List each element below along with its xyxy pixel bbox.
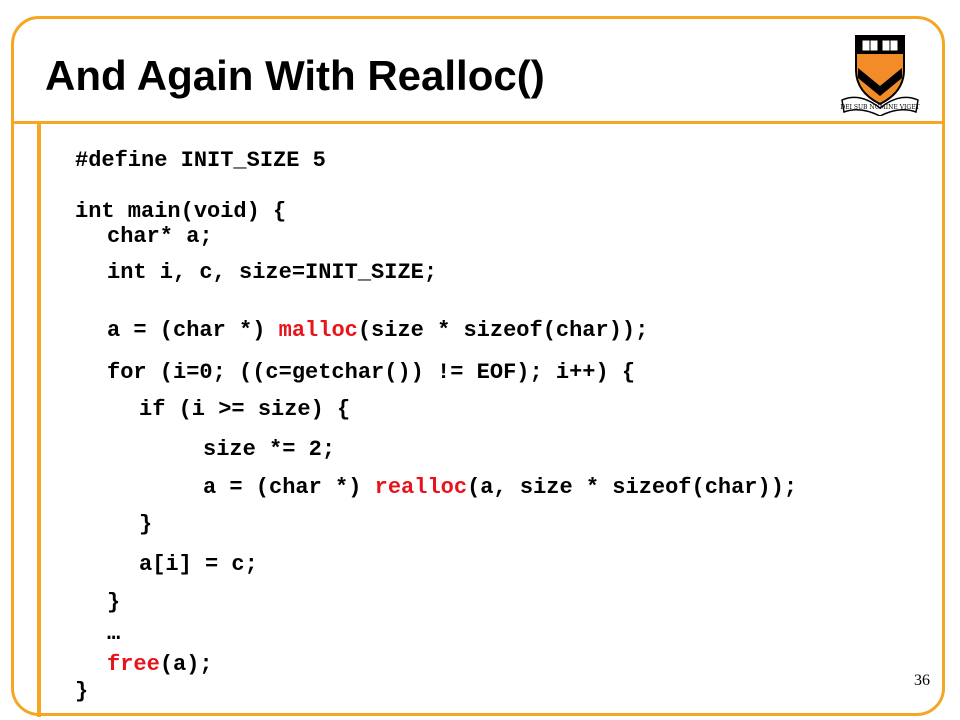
code-keyword-malloc: malloc bbox=[278, 318, 358, 343]
princeton-shield-icon: DEI SUB NUMINE VIGET bbox=[840, 35, 920, 116]
code-line-for-loop: for (i=0; ((c=getchar()) != EOF); i++) { bbox=[107, 360, 636, 385]
code-line-decl-ints: int i, c, size=INIT_SIZE; bbox=[107, 260, 438, 285]
code-line-realloc: a = (char *) realloc(a, size * sizeof(ch… bbox=[203, 476, 797, 500]
code-line-for-close: } bbox=[107, 590, 121, 615]
code-text: (a); bbox=[159, 652, 213, 677]
code-text: (a, size * sizeof(char)); bbox=[467, 475, 798, 500]
code-keyword-free: free bbox=[107, 652, 160, 677]
code-line-main-close: } bbox=[75, 679, 89, 704]
code-line-assign: a[i] = c; bbox=[139, 552, 258, 577]
code-line-if: if (i >= size) { bbox=[139, 397, 351, 422]
page-number: 36 bbox=[914, 672, 930, 689]
code-line-free: free(a); bbox=[107, 653, 213, 677]
code-text: a = (char *) bbox=[203, 475, 375, 500]
code-line-ellipsis: … bbox=[107, 621, 121, 646]
slide-title: And Again With Realloc() bbox=[45, 52, 545, 99]
svg-text:DEI SUB NUMINE VIGET: DEI SUB NUMINE VIGET bbox=[840, 104, 919, 111]
code-keyword-realloc: realloc bbox=[374, 475, 468, 500]
code-line-if-close: } bbox=[139, 512, 153, 537]
code-line-decl-a: char* a; bbox=[107, 224, 213, 249]
title-divider bbox=[11, 121, 945, 124]
left-accent-bar bbox=[37, 121, 41, 717]
code-line-define: #define INIT_SIZE 5 bbox=[75, 148, 326, 173]
code-line-size-double: size *= 2; bbox=[203, 437, 336, 462]
code-line-main-open: int main(void) { bbox=[75, 199, 287, 224]
slide-frame bbox=[11, 16, 945, 716]
code-text: a = (char *) bbox=[107, 318, 279, 343]
code-line-malloc: a = (char *) malloc(size * sizeof(char))… bbox=[107, 319, 648, 343]
code-text: (size * sizeof(char)); bbox=[357, 318, 649, 343]
